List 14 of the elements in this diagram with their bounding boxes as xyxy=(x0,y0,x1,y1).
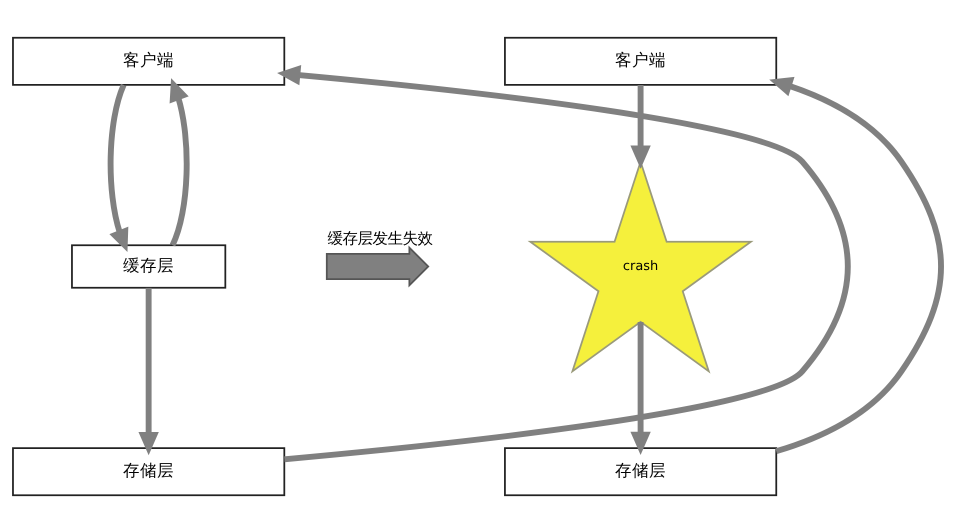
node-label: 缓存层发生失效 xyxy=(327,228,432,247)
node-box: 存储层 xyxy=(12,446,286,496)
node-box: 存储层 xyxy=(504,446,778,496)
arrow xyxy=(630,84,651,168)
arrow xyxy=(108,83,128,252)
arrow xyxy=(277,64,851,462)
node-box: 缓存层 xyxy=(71,244,226,288)
arrow xyxy=(630,322,651,455)
arrow xyxy=(769,76,944,454)
arrow xyxy=(138,287,159,455)
node-box: 客户端 xyxy=(12,36,286,86)
node-box: 客户端 xyxy=(504,36,778,86)
arrow xyxy=(170,78,190,246)
node-arrow xyxy=(326,245,430,288)
